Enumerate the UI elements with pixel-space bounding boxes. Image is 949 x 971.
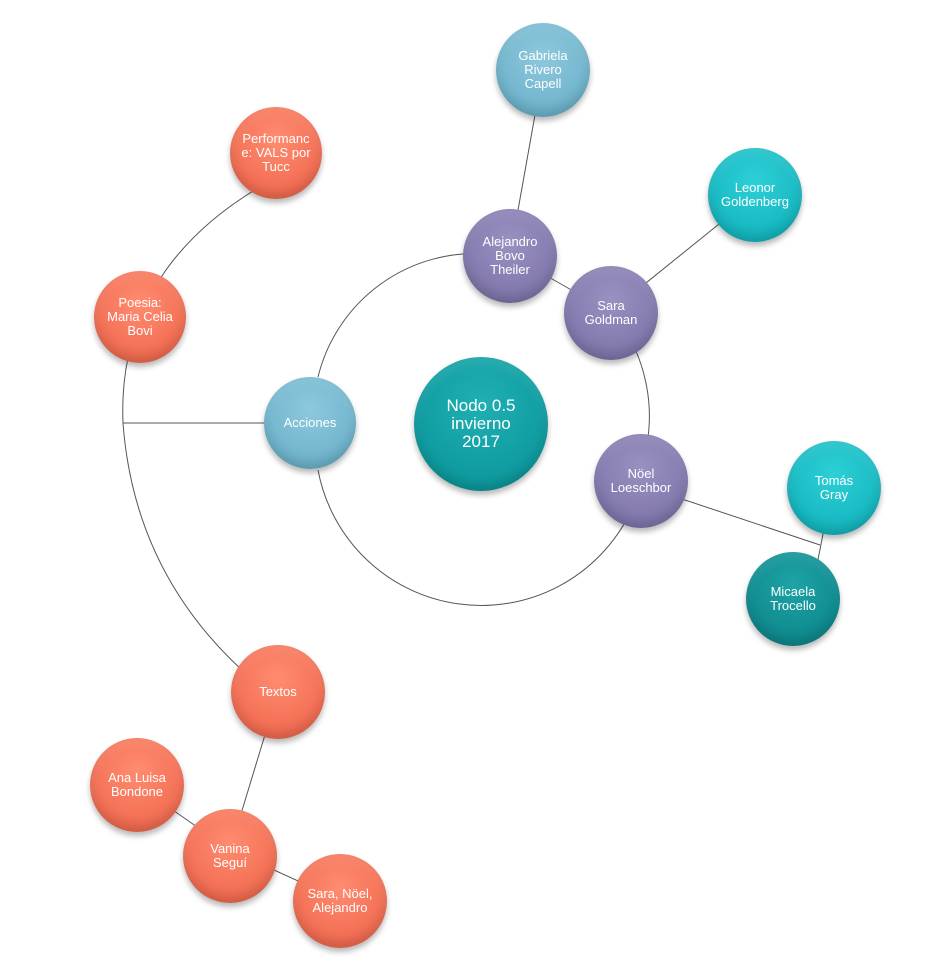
node-alejandro[interactable]: Alejandro Bovo Theiler [463,209,557,303]
node-textos-label: Textos [259,684,297,699]
node-textos[interactable]: Textos [231,645,325,739]
node-leonor[interactable]: Leonor Goldenberg [708,148,802,242]
center-node-label: Nodo 0.5 invierno 2017 [446,396,516,451]
node-gabriela-label: Gabriela Rivero Capell [518,48,568,91]
center-node[interactable]: Nodo 0.5 invierno 2017 [414,357,548,491]
node-noel[interactable]: Nöel Loeschbor [594,434,688,528]
node-alejandro-label: Alejandro Bovo Theiler [482,234,538,277]
node-acciones-label: Acciones [283,415,337,430]
node-sara-noel-alejandro-label: Sara, Nöel, Alejandro [307,886,373,915]
left-arc [122,184,266,691]
node-vanina[interactable]: Vanina Seguí [183,809,277,903]
node-gabriela[interactable]: Gabriela Rivero Capell [496,23,590,117]
node-noel-label: Nöel Loeschbor [610,466,672,495]
node-leonor-label: Leonor Goldenberg [721,180,789,209]
node-poesia[interactable]: Poesia: Maria Celia Bovi [94,271,186,363]
node-micaela-label: Micaela Trocello [770,584,816,613]
node-sara-noel-alejandro[interactable]: Sara, Nöel, Alejandro [293,854,387,948]
node-sara-goldman[interactable]: Sara Goldman [564,266,658,360]
node-micaela[interactable]: Micaela Trocello [746,552,840,646]
node-ana-luisa-label: Ana Luisa Bondone [108,770,166,799]
inner-orbit [317,253,489,378]
node-tomas[interactable]: Tomás Gray [787,441,881,535]
inner-orbit-bottom [317,469,631,606]
node-performance-label: Performanc e: VALS por Tucc [241,131,311,174]
node-performance[interactable]: Performanc e: VALS por Tucc [230,107,322,199]
node-ana-luisa[interactable]: Ana Luisa Bondone [90,738,184,832]
node-poesia-label: Poesia: Maria Celia Bovi [107,295,173,338]
node-sara-goldman-label: Sara Goldman [584,298,638,327]
node-tomas-label: Tomás Gray [814,473,854,502]
node-vanina-label: Vanina Seguí [210,841,250,870]
node-acciones[interactable]: Acciones [264,377,356,469]
